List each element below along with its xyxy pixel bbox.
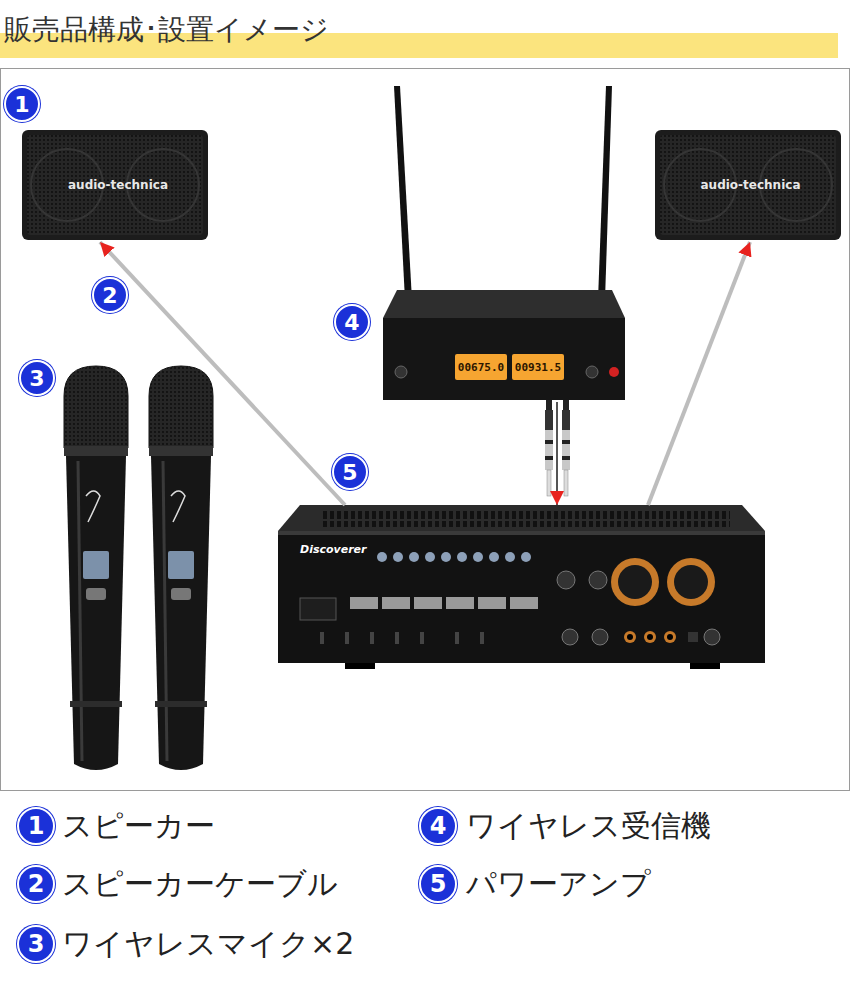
wireless-receiver: 00675.000931.5 (383, 318, 625, 400)
device-text: Discoverer (300, 543, 366, 556)
part-name: パワーアンプ (466, 864, 651, 904)
device-text: 00675.0 (455, 354, 507, 380)
callout-number: 3 (17, 925, 55, 963)
callout-number: 5 (332, 454, 368, 490)
callout-number: 2 (17, 865, 55, 903)
speaker-left: audio-technica (22, 130, 208, 240)
page-title: 販売品構成･設置イメージ (4, 12, 329, 48)
callout-number: 4 (419, 807, 457, 845)
speaker-right: audio-technica (655, 130, 840, 240)
brand-logo: audio-technica (695, 178, 801, 192)
callout-number: 1 (4, 86, 40, 122)
callout-number: 1 (17, 807, 55, 845)
callout-number: 2 (92, 277, 128, 313)
part-name: ワイヤレス受信機 (466, 806, 711, 846)
brand-logo: audio-technica (62, 178, 168, 192)
cable-connector (100, 242, 345, 505)
power-amplifier: Discoverer (278, 505, 765, 665)
callout-number: 3 (19, 360, 55, 396)
device-text: 00931.5 (512, 354, 564, 380)
part-name: ワイヤレスマイク×2 (62, 924, 354, 964)
callout-number: 4 (334, 304, 370, 340)
part-name: スピーカー (62, 806, 215, 846)
callout-number: 5 (419, 865, 457, 903)
cable-connector (556, 402, 558, 505)
part-name: スピーカーケーブル (62, 864, 338, 904)
cable-connector (648, 242, 750, 505)
